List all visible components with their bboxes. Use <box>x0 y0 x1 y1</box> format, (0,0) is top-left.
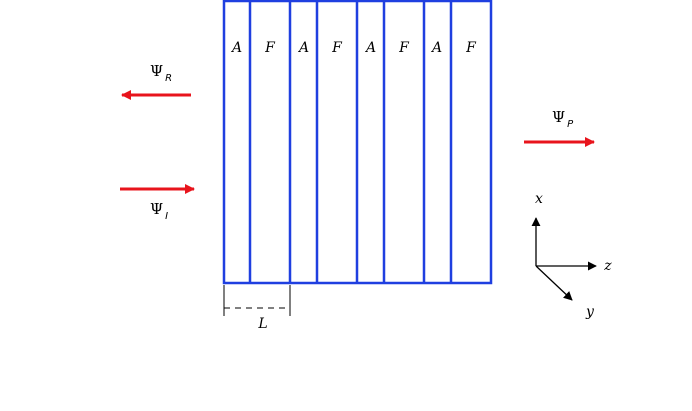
psi-subscript: I <box>165 211 168 222</box>
layer-label: F <box>264 40 276 56</box>
x-axis-label: x <box>535 191 543 207</box>
layer-stack <box>222 0 493 285</box>
z-axis-label: z <box>603 258 612 274</box>
psi-symbol: Ψ <box>552 108 565 126</box>
layer-label: A <box>297 40 309 56</box>
period-dimension: L <box>223 285 291 332</box>
psi-symbol: Ψ <box>150 200 163 218</box>
layer-label: A <box>364 40 376 56</box>
y-axis-arrow <box>535 265 573 301</box>
psi-symbol: Ψ <box>150 62 163 80</box>
coordinate-axes: x z y <box>531 191 612 320</box>
y-axis-label: y <box>585 304 595 320</box>
psi-subscript: R <box>165 73 172 84</box>
layer-label: A <box>230 40 242 56</box>
layer-label: A <box>430 40 442 56</box>
layer-label: F <box>465 40 477 56</box>
period-label: L <box>257 316 267 332</box>
layer-label: F <box>331 40 343 56</box>
psi-subscript: P <box>567 119 574 130</box>
layer-labels: A F A F A F A F <box>230 40 477 56</box>
layer-label: F <box>398 40 410 56</box>
